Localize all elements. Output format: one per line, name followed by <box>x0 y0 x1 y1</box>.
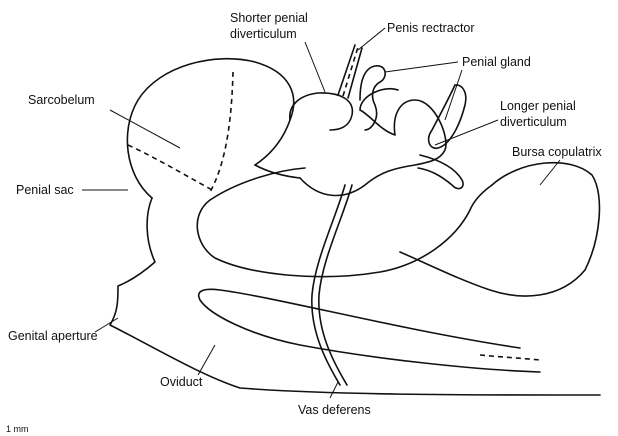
leader-oviduct <box>198 345 215 375</box>
label-longer-penial-diverticulum-line1: Longer penial <box>500 99 576 113</box>
leader-penial-gland-a <box>385 62 458 72</box>
label-penis-retractor: Penis rectractor <box>387 21 475 35</box>
sarcobelum-boundary-horizontal <box>128 145 212 190</box>
leader-penis-retractor <box>358 28 385 50</box>
oviduct-tube-dashes <box>480 355 540 360</box>
bursa-duct-outline <box>197 185 492 277</box>
label-scale: 1 mm <box>6 424 29 434</box>
upper-body-edge <box>210 168 305 200</box>
label-bursa-copulatrix: Bursa copulatrix <box>512 145 602 159</box>
longer-diverticulum-outline <box>429 85 466 148</box>
label-vas-deferens: Vas deferens <box>298 403 371 417</box>
label-shorter-penial-diverticulum-line2: diverticulum <box>230 27 297 41</box>
leader-genital-aperture <box>95 318 118 332</box>
penis-body-outline <box>300 89 446 196</box>
label-penial-gland: Penial gland <box>462 55 531 69</box>
label-genital-aperture: Genital aperture <box>8 329 98 343</box>
sarcobelum-boundary-vertical <box>210 72 233 192</box>
leader-shorter-diverticulum <box>305 42 325 92</box>
penis-retractor-line-a <box>338 45 355 95</box>
label-longer-penial-diverticulum-line2: diverticulum <box>500 115 567 129</box>
leader-sarcobelum <box>110 110 180 148</box>
label-penial-sac: Penial sac <box>16 183 74 197</box>
label-shorter-penial-diverticulum-line1: Shorter penial <box>230 11 308 25</box>
bursa-copulatrix-outline <box>400 163 599 296</box>
oviduct-inner-tube <box>199 289 540 372</box>
label-oviduct: Oviduct <box>160 375 203 389</box>
sarcobelum-outline <box>127 59 293 198</box>
longer-diverticulum-tail <box>418 155 463 189</box>
leader-vas-deferens <box>330 382 338 398</box>
vas-deferens-line-a <box>312 185 345 385</box>
shorter-diverticulum-outline <box>290 93 353 130</box>
leader-penial-gland-b <box>445 70 462 120</box>
label-sarcobelum: Sarcobelum <box>28 93 95 107</box>
